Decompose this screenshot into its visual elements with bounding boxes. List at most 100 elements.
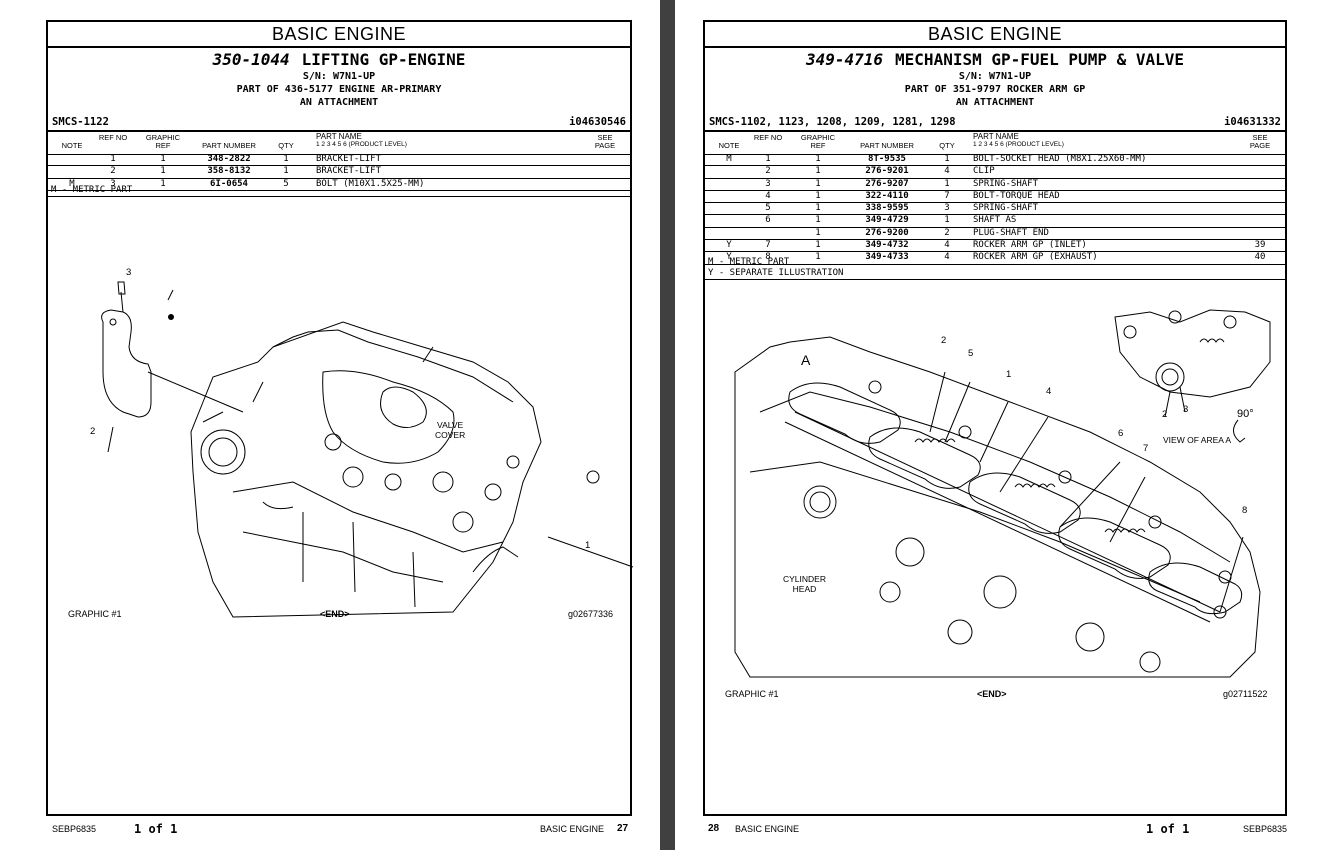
cell-part-number: 348-2822	[207, 154, 251, 164]
cell-graphic-ref: 1	[815, 227, 821, 238]
inset-callout-3: 3	[1183, 404, 1189, 415]
cell-part-number: 276-9200	[865, 227, 909, 238]
group-name: LIFTING GP-ENGINE	[301, 50, 466, 69]
area-a-label: A	[801, 352, 811, 368]
header-see-page: SEE PAGE	[1249, 133, 1271, 150]
parts-table-header: NOTE REF NO GRAPHIC REF PART NUMBER QTY …	[705, 132, 1285, 155]
cell-graphic-ref: 1	[160, 178, 166, 189]
cell-ref-no: 5	[765, 203, 771, 214]
figure-divider	[705, 279, 1285, 280]
attachment: AN ATTACHMENT	[955, 97, 1035, 108]
cell-part-name: BOLT (M10X1.5X25-MM)	[316, 178, 425, 189]
end-marker: <END>	[320, 609, 350, 619]
callout-2: 2	[90, 426, 96, 437]
footer-section: BASIC ENGINE	[735, 824, 800, 834]
callout-7: 6	[1118, 428, 1124, 439]
smcs-row: SMCS-1122 i04630546	[48, 116, 630, 132]
header-part-number: PART NUMBER	[202, 141, 256, 150]
cell-graphic-ref: 1	[815, 240, 821, 251]
section-title: BASIC ENGINE	[48, 22, 630, 48]
cell-ref-no: 7	[765, 240, 771, 251]
cell-qty: 1	[944, 215, 950, 226]
footer-doc-number: SEBP6835	[52, 824, 97, 834]
doc-id: i04630546	[569, 116, 626, 128]
cell-ref-no: 8	[765, 252, 771, 263]
serial-number: S/N: W7N1-UP	[302, 71, 376, 82]
cell-part-number: 276-9207	[865, 178, 909, 189]
cell-part-number: 276-9201	[865, 166, 909, 177]
cell-part-name: BOLT-TORQUE HEAD	[973, 190, 1060, 201]
end-marker: <END>	[977, 689, 1007, 699]
cell-note: M	[69, 178, 75, 189]
part-of: PART OF 351-9797 ROCKER ARM GP	[904, 84, 1086, 95]
inset-callout-2: 2	[1162, 409, 1168, 420]
cell-qty: 1	[283, 166, 289, 177]
cell-part-number: 349-4729	[865, 215, 909, 226]
cell-part-name: PLUG-SHAFT END	[973, 227, 1049, 238]
rotation-label: 90°	[1237, 408, 1254, 420]
cell-ref-no: 2	[110, 166, 116, 177]
section-title: BASIC ENGINE	[705, 22, 1285, 48]
cell-qty: 4	[944, 166, 950, 177]
table-row: Y 7 1 349-4732 4 ROCKER ARM GP (INLET) 39	[705, 240, 1285, 253]
cell-see-page: 39	[1254, 240, 1266, 251]
graphic-id: g02677336	[568, 609, 614, 619]
cell-part-name: CLIP	[973, 166, 995, 177]
header-qty: QTY	[939, 141, 955, 150]
cell-part-name: ROCKER ARM GP (INLET)	[973, 240, 1087, 251]
cell-qty: 4	[944, 240, 950, 251]
parts-table-header: NOTE REF NO GRAPHIC REF PART NUMBER QTY …	[48, 132, 630, 155]
header-ref-no: REF NO	[98, 133, 128, 142]
cell-note: M	[726, 154, 732, 164]
legend-item: M - METRIC PART	[51, 185, 133, 195]
header-part-name: PART NAME	[316, 132, 362, 141]
callout-8: 7	[1143, 443, 1149, 454]
cell-part-name: ROCKER ARM GP (EXHAUST)	[973, 252, 1098, 263]
cell-part-number: 338-9595	[865, 203, 909, 214]
cell-note: Y	[726, 240, 732, 251]
legend: M - METRIC PART	[51, 185, 132, 196]
header-ref-no: REF NO	[753, 133, 783, 142]
cell-part-number: 358-8132	[207, 166, 251, 177]
group-name: MECHANISM GP-FUEL PUMP & VALVE	[895, 50, 1185, 69]
cell-ref-no: 4	[765, 190, 771, 201]
callout-1: 1	[1006, 369, 1012, 380]
cell-qty: 3	[944, 203, 950, 214]
cell-note: Y	[726, 252, 732, 263]
cell-part-number: 349-4732	[865, 240, 909, 251]
header-part-number: PART NUMBER	[860, 141, 914, 150]
page-gutter	[660, 0, 675, 850]
cell-ref-no: 3	[765, 178, 771, 189]
cell-part-number: 349-4733	[865, 252, 909, 263]
cell-graphic-ref: 1	[815, 252, 821, 263]
cell-graphic-ref: 1	[815, 203, 821, 214]
cell-graphic-ref: 1	[815, 154, 821, 164]
footer-doc-number: SEBP6835	[1243, 824, 1288, 834]
header-product-level: 1 2 3 4 5 6 (PRODUCT LEVEL)	[973, 141, 1064, 148]
serial-number: S/N: W7N1-UP	[958, 71, 1032, 82]
cell-graphic-ref: 1	[815, 215, 821, 226]
cell-part-number: 322-4110	[865, 190, 909, 201]
callout-4: 4	[1046, 386, 1052, 397]
cylinder-head-label: CYLINDER HEAD	[783, 574, 826, 594]
cell-part-name: SPRING-SHAFT	[973, 178, 1039, 189]
footer-page-of: 1 of 1	[1146, 822, 1190, 836]
legend-item: M - METRIC PART	[708, 257, 790, 267]
graphic-id: g02711522	[1223, 689, 1268, 699]
cell-part-name: SHAFT AS	[973, 215, 1017, 226]
cell-part-number: 8T-9535	[868, 154, 906, 164]
